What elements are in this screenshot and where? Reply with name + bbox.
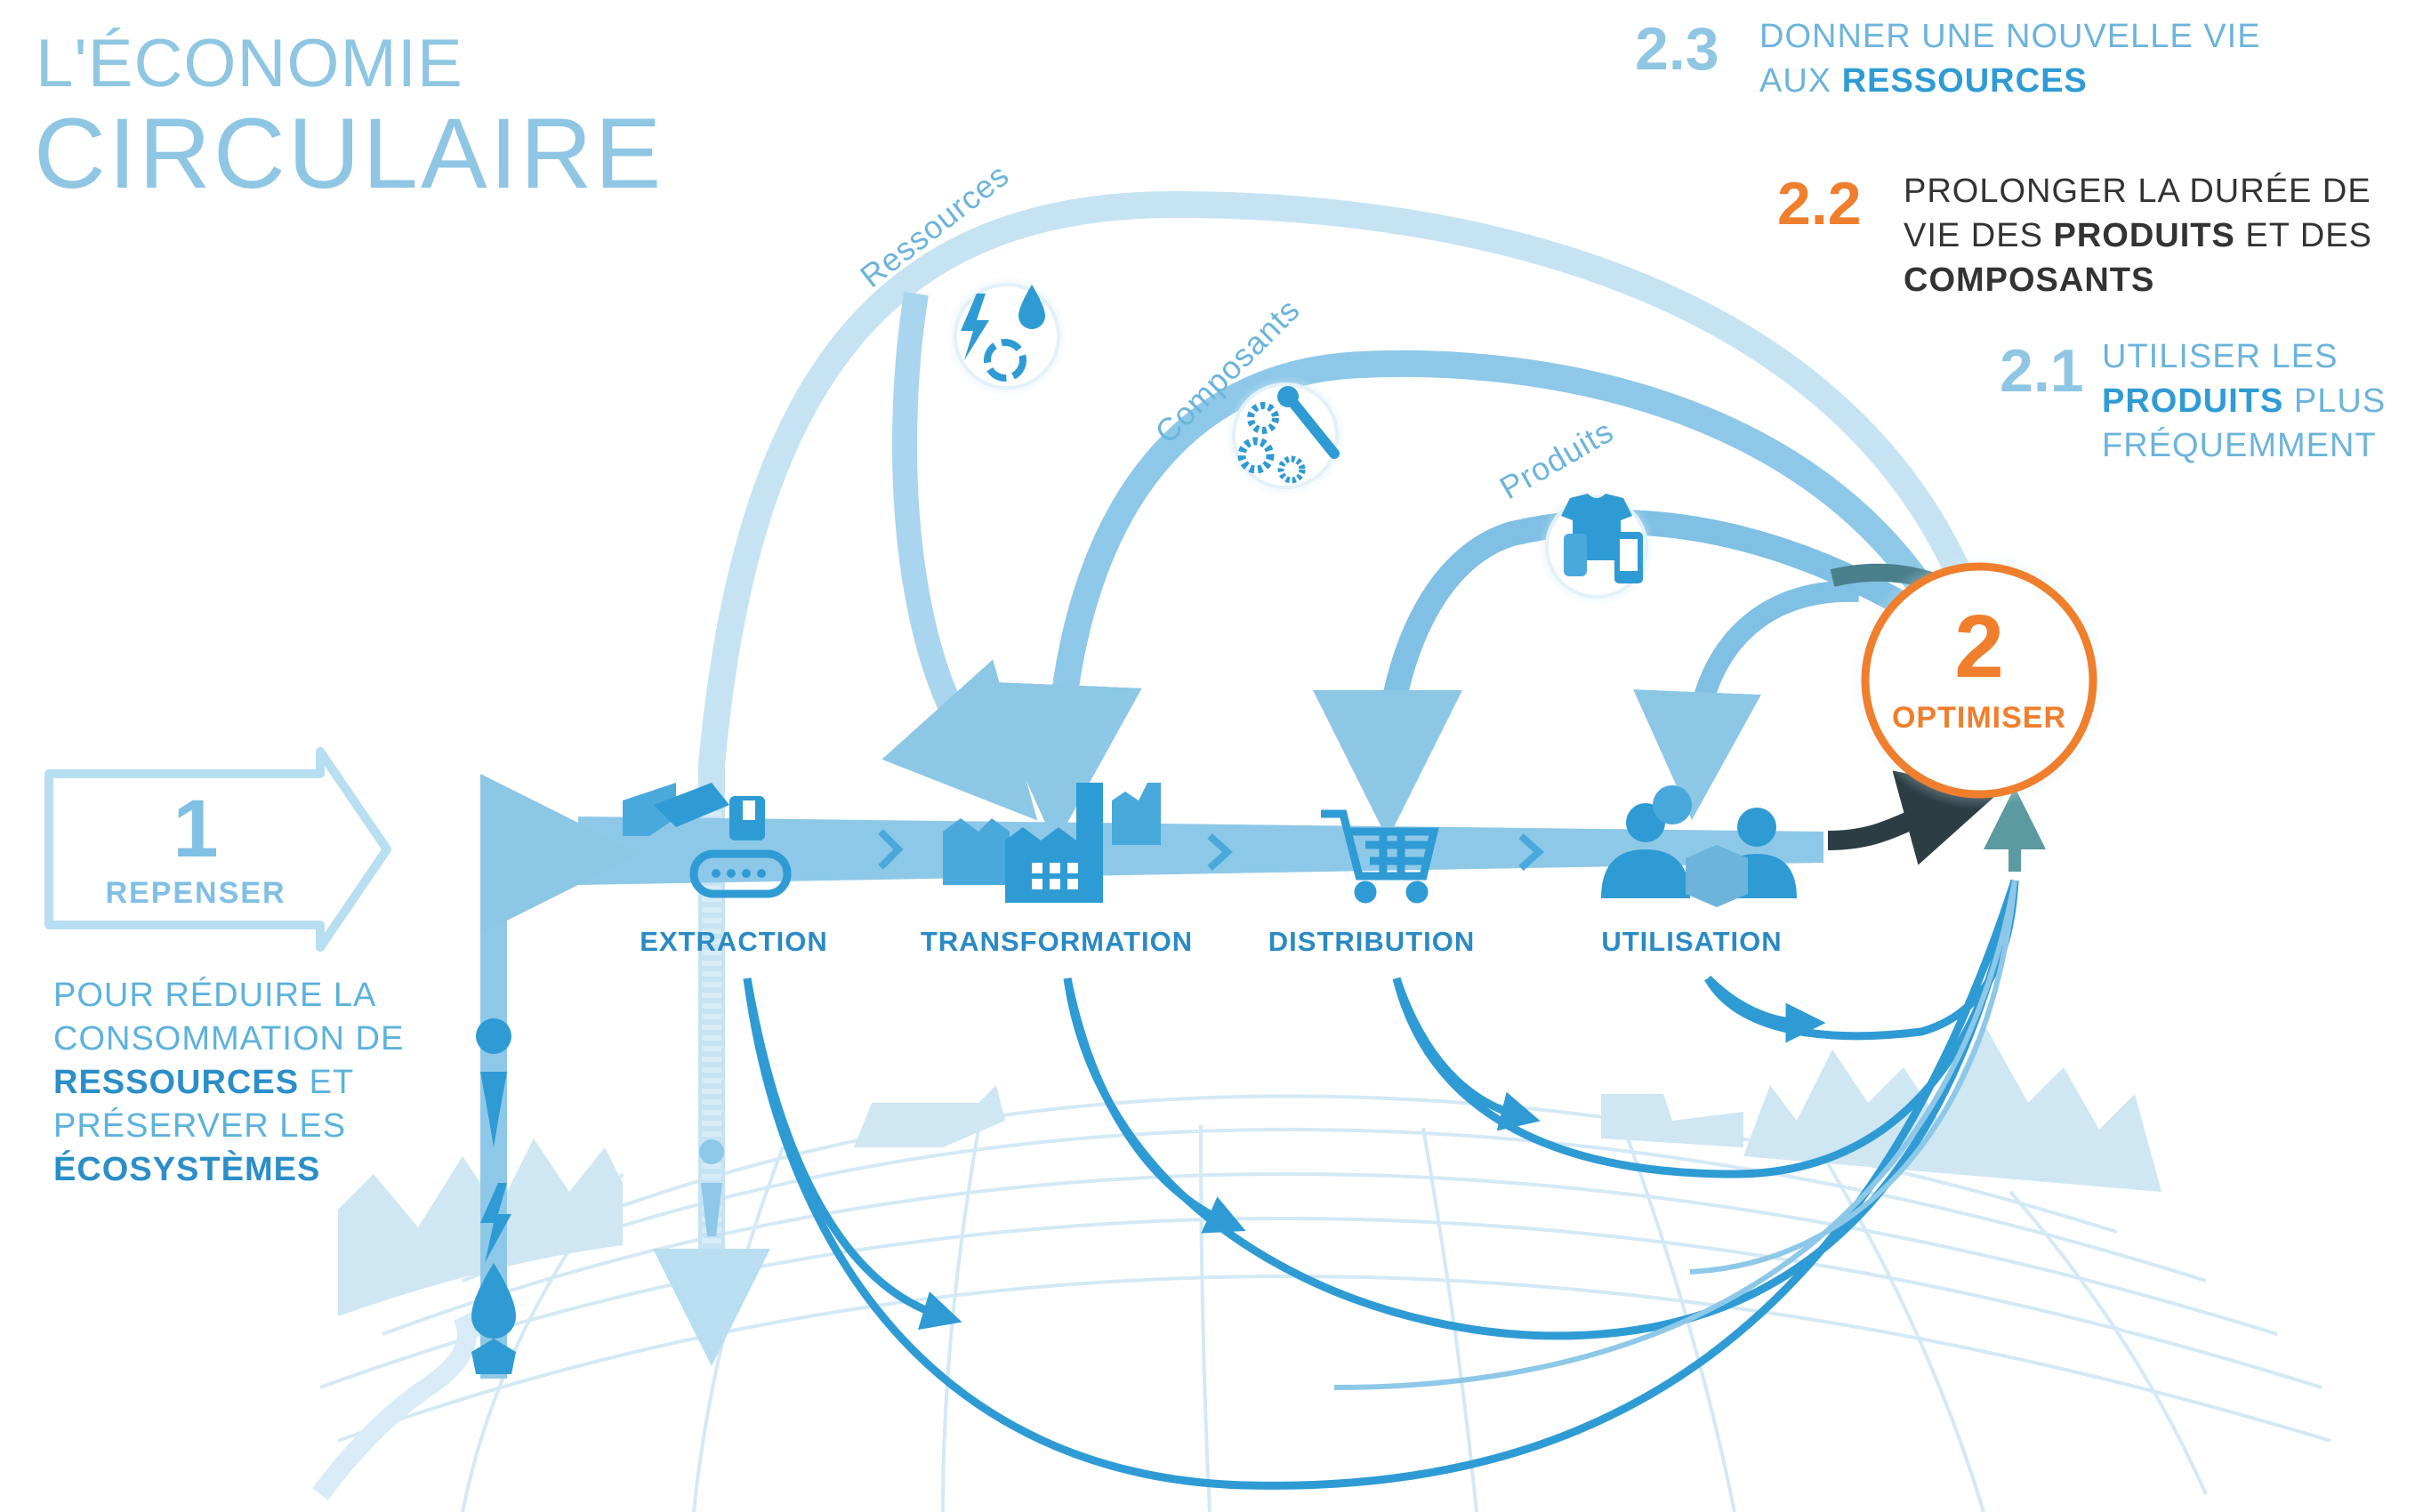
repenser-desc-ressources: RESSOURCES: [53, 1064, 300, 1101]
repenser-desc-line2: CONSOMMATION DE: [53, 1020, 405, 1058]
loop-produits: [1313, 510, 1910, 840]
stage-label-distribution: DISTRIBUTION: [1268, 926, 1476, 957]
title-line2: CIRCULAIRE: [34, 98, 664, 209]
strategy-2-2-line2a: VIE DES: [1904, 217, 2054, 254]
loop-composants: [981, 350, 1933, 845]
bubble-produits: [1538, 488, 1655, 606]
extraction-down-icons: [699, 1139, 724, 1236]
repenser-desc-line4: PRÉSERVER LES: [53, 1107, 347, 1145]
resource-icons-column: [471, 1018, 516, 1374]
strategy-2-2-produits: PRODUITS: [2053, 217, 2235, 254]
strategy-2-3-text: DONNER UNE NOUVELLE VIE AUX RESSOURCES: [1759, 14, 2261, 103]
fish-small-icon: [701, 1183, 722, 1236]
title-line1: L'ÉCONOMIE: [36, 26, 463, 101]
lightning-icon: [961, 294, 989, 360]
strategy-2-1-line1: UTILISER LES: [2102, 338, 2339, 375]
flow-chevrons: [878, 829, 1544, 871]
loop-ressources: [698, 190, 1969, 1299]
gear-icon: [1237, 437, 1275, 474]
repenser-desc-et: ET: [299, 1064, 355, 1101]
repenser-description: POUR RÉDUIRE LA CONSOMMATION DE RESSOURC…: [53, 974, 404, 1192]
excavator-icon: [623, 783, 792, 898]
strategy-2-2-line1: PROLONGER LA DURÉE DE: [1904, 173, 2371, 210]
bubble-composants: [1225, 375, 1346, 496]
stage-label-utilisation: UTILISATION: [1601, 926, 1783, 957]
loop-utilisation: [1633, 580, 1860, 820]
gear-icon: [1277, 455, 1306, 484]
strategy-2-1-line2b: PLUS: [2283, 382, 2387, 420]
arrow-to-optimiser: [1827, 770, 2000, 865]
strategy-2-2-line2c: ET DES: [2234, 217, 2372, 254]
optimiser-circle: [1850, 551, 2108, 809]
strategy-2-1-line3: FRÉQUEMMENT: [2102, 427, 2377, 464]
people-box-icon: [1601, 785, 1797, 907]
recycle-icon: [984, 339, 1026, 382]
repenser-desc-line1: POUR RÉDUIRE LA: [53, 977, 377, 1014]
strategy-2-3-line1: DONNER UNE NOUVELLE VIE: [1759, 18, 2261, 55]
optimiser-label: OPTIMISER: [1891, 701, 2067, 735]
repenser-label: REPENSER: [105, 876, 286, 910]
flow-band: [578, 816, 1823, 885]
optimiser-number: 2: [1954, 597, 2004, 696]
strategy-2-1-text: UTILISER LES PRODUITS PLUS FRÉQUEMMENT: [2102, 334, 2386, 468]
flow-input-arrow: [480, 774, 640, 1379]
drop-icon: [471, 1263, 516, 1339]
stage-label-extraction: EXTRACTION: [640, 926, 828, 957]
loop-ressources-branch: [881, 291, 1038, 821]
strategy-2-3-ressources: RESSOURCES: [1841, 62, 2088, 100]
factory-icon: [943, 783, 1161, 903]
road: [312, 1312, 477, 1500]
bubble-ressources: [946, 276, 1067, 397]
wrench-icon: [1284, 393, 1340, 459]
strategy-2-1-number: 2.1: [2000, 337, 2084, 405]
stage-label-transformation: TRANSFORMATION: [920, 926, 1194, 957]
strategy-2-3-number: 2.3: [1635, 15, 1719, 83]
fish-icon: [480, 1072, 507, 1147]
repenser-arrow-box: [44, 747, 391, 952]
ore-icon: [471, 1339, 516, 1374]
strategy-2-1-produits: PRODUITS: [2102, 382, 2284, 420]
repenser-number: 1: [173, 784, 219, 874]
strategy-2-2-composants: COMPOSANTS: [1904, 261, 2155, 299]
gear-icon: [1247, 402, 1279, 434]
strategy-2-3-line2a: AUX: [1759, 62, 1842, 100]
apple-small-icon: [699, 1139, 724, 1164]
lightning-icon: [480, 1183, 511, 1263]
shopping-cart-icon: [1321, 809, 1439, 904]
strategy-2-2-text: PROLONGER LA DURÉE DE VIE DES PRODUITS E…: [1904, 169, 2372, 302]
repenser-desc-ecosystemes: ÉCOSYSTÈMES: [53, 1151, 321, 1188]
apple-icon: [476, 1018, 511, 1054]
return-curves-light: [1333, 880, 2017, 1390]
strategy-2-2-number: 2.2: [1777, 170, 1862, 237]
bottle-icon: [1564, 534, 1587, 576]
drop-icon: [1018, 285, 1045, 329]
